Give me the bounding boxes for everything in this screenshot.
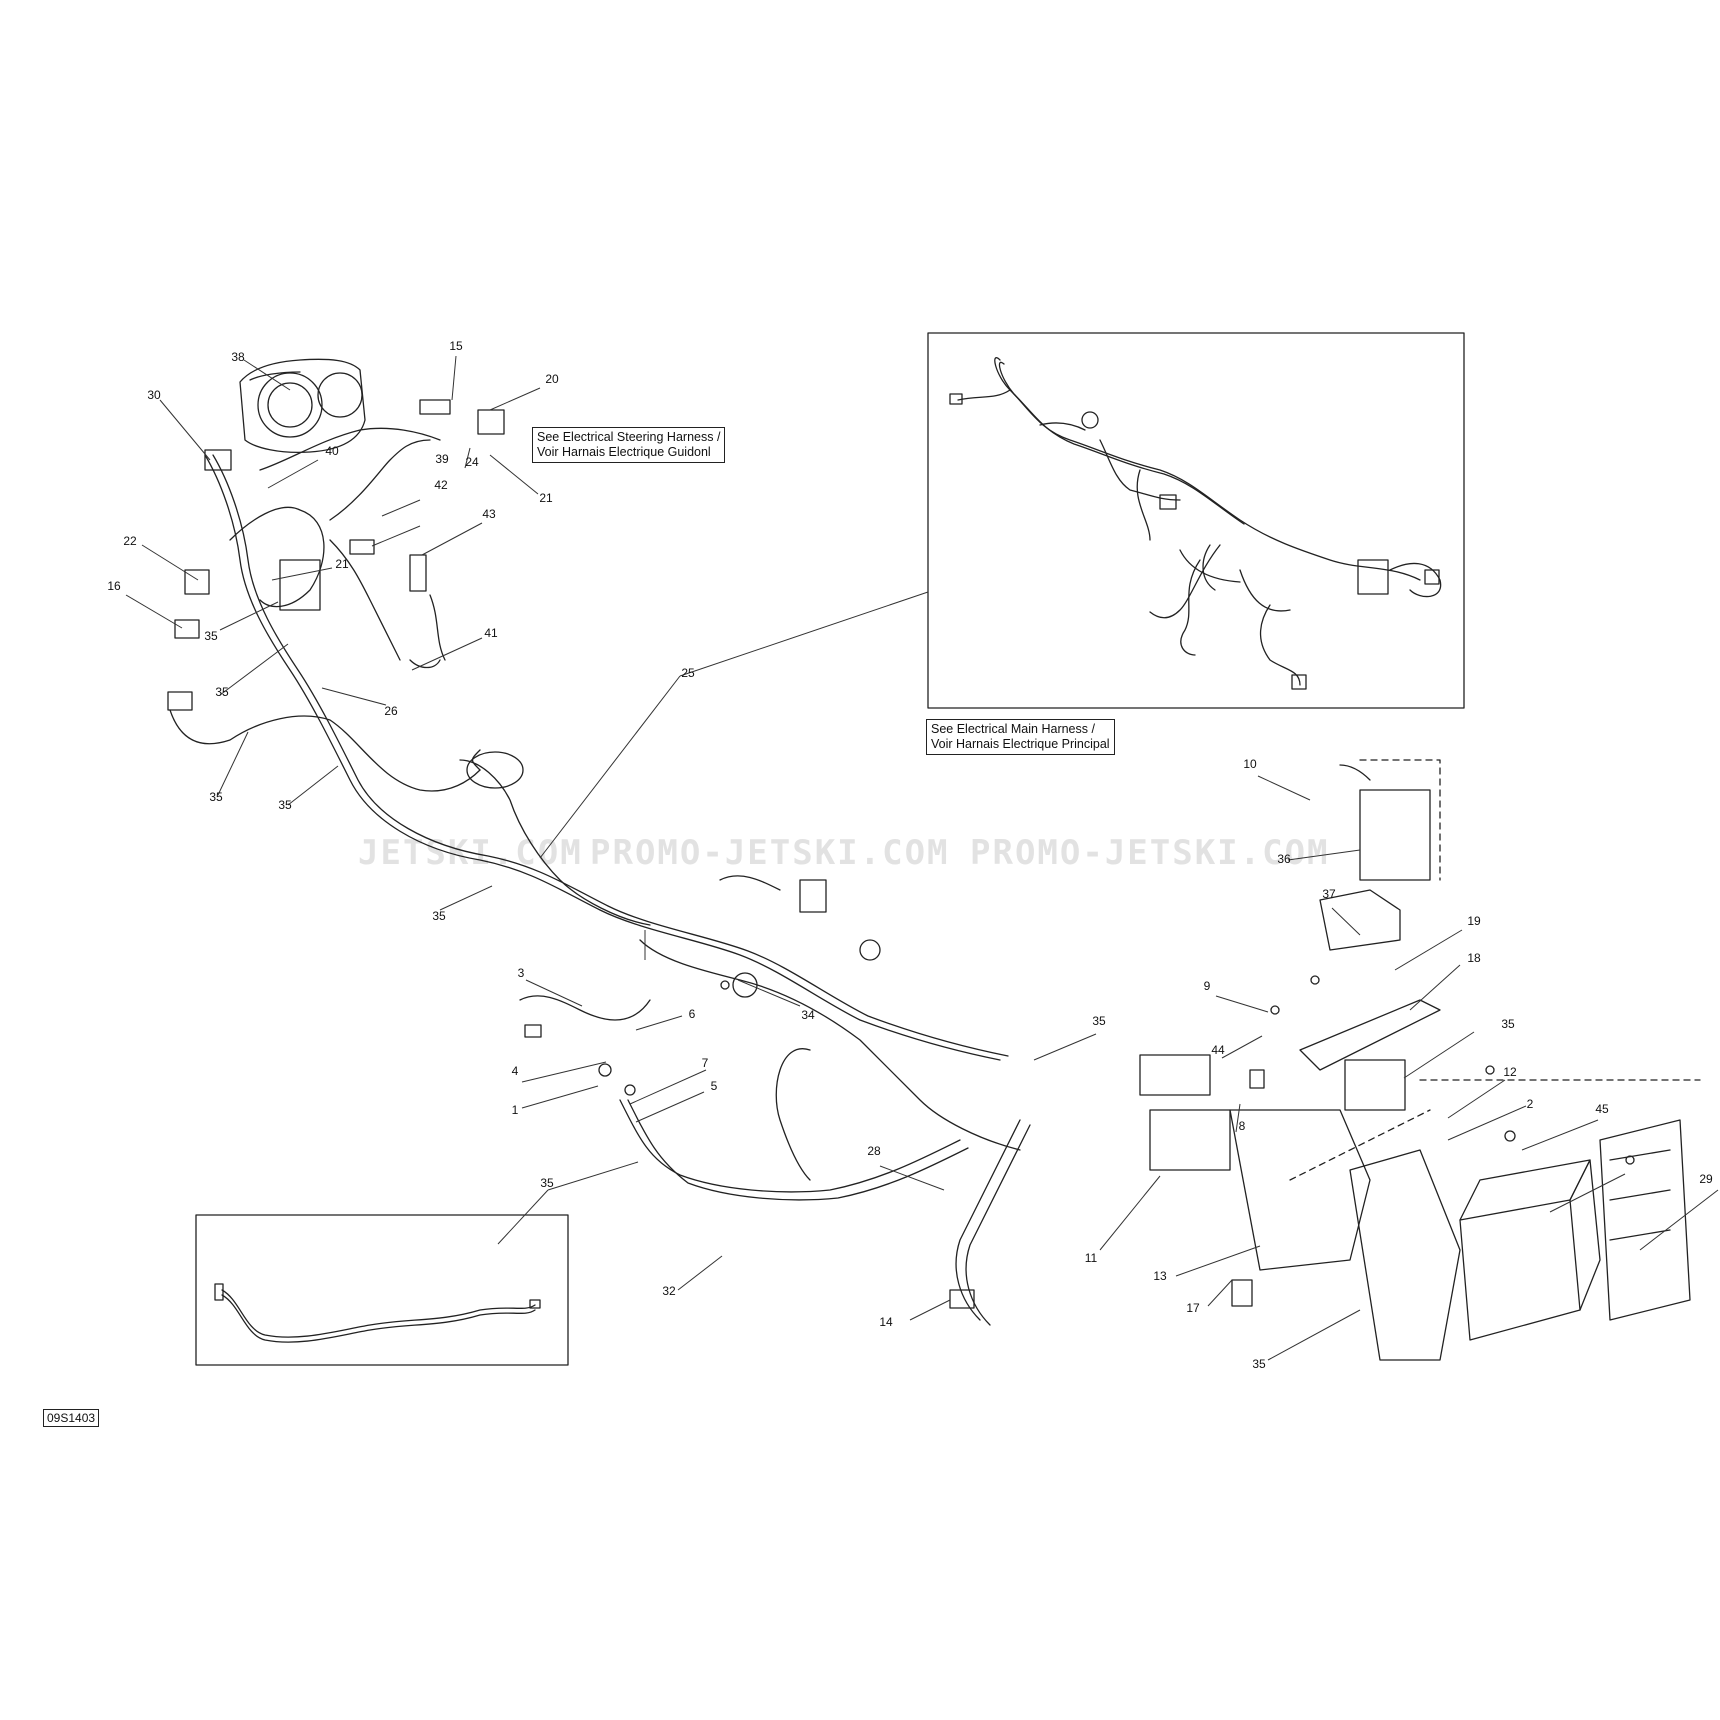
- main-harness-inset-drawing: [949, 357, 1442, 690]
- callout-3-27: 3: [518, 966, 525, 980]
- connector-16: [174, 619, 200, 639]
- instrument-cluster: [239, 358, 366, 454]
- connector-20: [477, 409, 505, 435]
- callout-32-46: 32: [662, 1284, 676, 1298]
- battery-11: [1459, 1159, 1601, 1341]
- watermark-3: PROMO-JETSKI.COM: [970, 833, 1330, 873]
- connector-35-bottom: [949, 1289, 975, 1309]
- callout-38-0: 38: [231, 350, 245, 364]
- steering-harness-note: See Electrical Steering Harness / Voir H…: [532, 427, 726, 463]
- callout-21-6: 21: [539, 491, 553, 505]
- steering-note-line-1: See Electrical Steering Harness /: [537, 430, 721, 444]
- callout-35-18: 35: [209, 790, 223, 804]
- callout-6-30: 6: [689, 1007, 696, 1021]
- callout-42-8: 42: [434, 478, 448, 492]
- callout-30-3: 30: [147, 388, 161, 402]
- main-note-line-1: See Electrical Main Harness /: [931, 722, 1095, 736]
- callout-14-48: 14: [879, 1315, 893, 1329]
- callout-17-47: 17: [1186, 1301, 1200, 1315]
- callout-35-31: 35: [1501, 1017, 1515, 1031]
- connector-15: [419, 399, 451, 415]
- connector-center: [799, 879, 827, 913]
- callout-22-10: 22: [123, 534, 137, 548]
- callout-2-39: 2: [1527, 1097, 1534, 1111]
- main-harness-inset-frame: [927, 332, 1465, 709]
- callout-labels: 3815203040242139424322211635354126253535…: [0, 0, 1713, 1371]
- callout-21-11: 21: [335, 557, 349, 571]
- battery-cable-inset-drawing: [221, 1289, 536, 1338]
- callout-28-40: 28: [867, 1144, 881, 1158]
- callout-43-9: 43: [482, 507, 496, 521]
- callout-13-44: 13: [1153, 1269, 1167, 1283]
- callout-41-15: 41: [484, 626, 498, 640]
- callout-20-2: 20: [545, 372, 559, 386]
- callout-35-42: 35: [540, 1176, 554, 1190]
- callout-12-36: 12: [1503, 1065, 1517, 1079]
- callout-35-13: 35: [204, 629, 218, 643]
- main-note-line-2: Voir Harnais Electrique Principal: [931, 737, 1110, 751]
- callout-29-45: 29: [1699, 1172, 1713, 1186]
- module-44: [1344, 1059, 1406, 1111]
- callout-19-24: 19: [1467, 914, 1481, 928]
- callout-37-23: 37: [1322, 887, 1336, 901]
- fuse-box-29: [1149, 1109, 1231, 1171]
- callout-8-38: 8: [1239, 1119, 1246, 1133]
- callout-24-5: 24: [465, 455, 479, 469]
- steering-note-line-2: Voir Harnais Electrique Guidonl: [537, 445, 711, 459]
- battery-tray-32: [1229, 1109, 1371, 1271]
- callout-40-4: 40: [325, 444, 339, 458]
- ecm-36: [1359, 789, 1431, 881]
- fuse-box-top: [1139, 1054, 1211, 1096]
- watermark-2: PROMO-JETSKI.COM: [590, 833, 950, 873]
- callout-26-16: 26: [384, 704, 398, 718]
- callout-17-51: 17: [0, 0, 7, 3]
- battery-cover-17: [1599, 1119, 1691, 1321]
- callout-35-49: 35: [1252, 1357, 1266, 1371]
- callout-16-12: 16: [107, 579, 121, 593]
- callout-9-28: 9: [1204, 979, 1211, 993]
- callout-10-20: 10: [1243, 757, 1257, 771]
- callout-35-50: 35: [0, 0, 7, 3]
- callout-34-29: 34: [801, 1008, 815, 1022]
- callout-45-41: 45: [1595, 1102, 1609, 1116]
- battery-tray-17: [1349, 1149, 1461, 1361]
- diagram-code: 09S1403: [43, 1409, 100, 1427]
- callout-25-17: 25: [681, 666, 695, 680]
- callout-35-25: 35: [1092, 1014, 1106, 1028]
- callout-7-33: 7: [702, 1056, 709, 1070]
- connector-42: [349, 539, 375, 555]
- steering-harness: [167, 427, 1009, 1061]
- callout-15-1: 15: [449, 339, 463, 353]
- callout-1-37: 1: [512, 1103, 519, 1117]
- callout-44-32: 44: [1211, 1043, 1225, 1057]
- connector-30: [204, 449, 232, 471]
- callout-36-21: 36: [1277, 852, 1291, 866]
- battery-cable-inset-frame: [195, 1214, 569, 1366]
- battery-cable-13: [619, 1099, 961, 1193]
- callout-39-7: 39: [435, 452, 449, 466]
- bracket-18: [1299, 999, 1441, 1071]
- callout-4-34: 4: [512, 1064, 519, 1078]
- main-harness-note: See Electrical Main Harness / Voir Harna…: [926, 719, 1115, 755]
- callout-18-26: 18: [1467, 951, 1481, 965]
- callout-35-14: 35: [215, 685, 229, 699]
- callout-11-43: 11: [1085, 1251, 1098, 1265]
- connector-22: [184, 569, 210, 595]
- coil-cord-43: [409, 554, 427, 592]
- callout-35-19: 35: [278, 798, 292, 812]
- callout-5-35: 5: [711, 1079, 718, 1093]
- bracket-37: [1319, 889, 1401, 951]
- callout-35-22: 35: [432, 909, 446, 923]
